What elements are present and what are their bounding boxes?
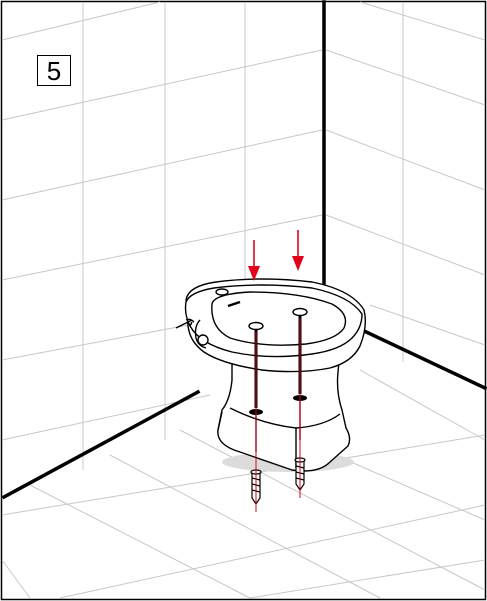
floor-tiles (1, 369, 486, 599)
alignment-lines (255, 318, 301, 512)
wall-tiles-right (325, 1, 486, 362)
step-number: 5 (37, 55, 71, 86)
bidet-icon (175, 278, 367, 472)
down-arrow-icon (248, 230, 304, 281)
